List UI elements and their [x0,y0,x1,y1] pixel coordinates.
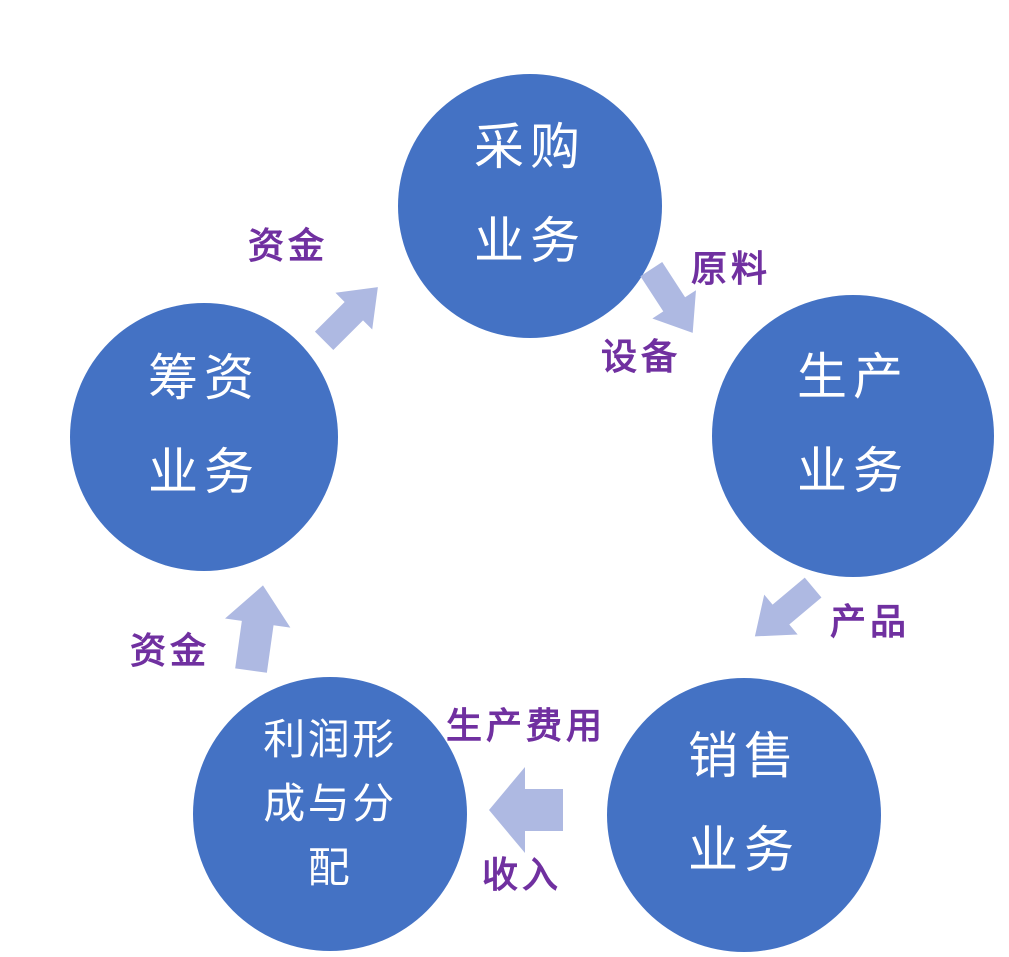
flow-label-production-costs: 生产费用 [446,705,607,746]
flow-label-income: 收入 [482,854,563,895]
arrow-production-to-sales-icon [754,577,822,637]
arrow-financing-to-procurement-icon [314,287,378,351]
node-sales-label: 销售 业务 [688,728,800,878]
node-financing: 筹资 业务 [70,303,338,571]
node-production-label: 生产 业务 [797,349,909,499]
arrow-profit-to-financing-icon [225,585,291,673]
flow-label-raw-materials: 原料 [691,248,772,289]
node-procurement-label: 采购 业务 [474,119,586,269]
node-profit-distribution: 利润形 成与分 配 [193,677,467,951]
flow-label-equipment: 设备 [601,336,682,377]
node-profit-distribution-label: 利润形 成与分 配 [263,716,397,891]
flow-label-products: 产品 [830,601,911,642]
node-sales: 销售 业务 [607,678,881,952]
flow-label-funds-to-procurement: 资金 [248,225,329,266]
arrow-sales-to-profit-icon [489,767,563,853]
flow-label-funds-to-financing: 资金 [130,630,211,671]
node-production: 生产 业务 [712,295,994,577]
node-procurement: 采购 业务 [398,74,662,338]
node-financing-label: 筹资 业务 [148,350,260,500]
arrow-procurement-to-production-icon [640,262,696,333]
